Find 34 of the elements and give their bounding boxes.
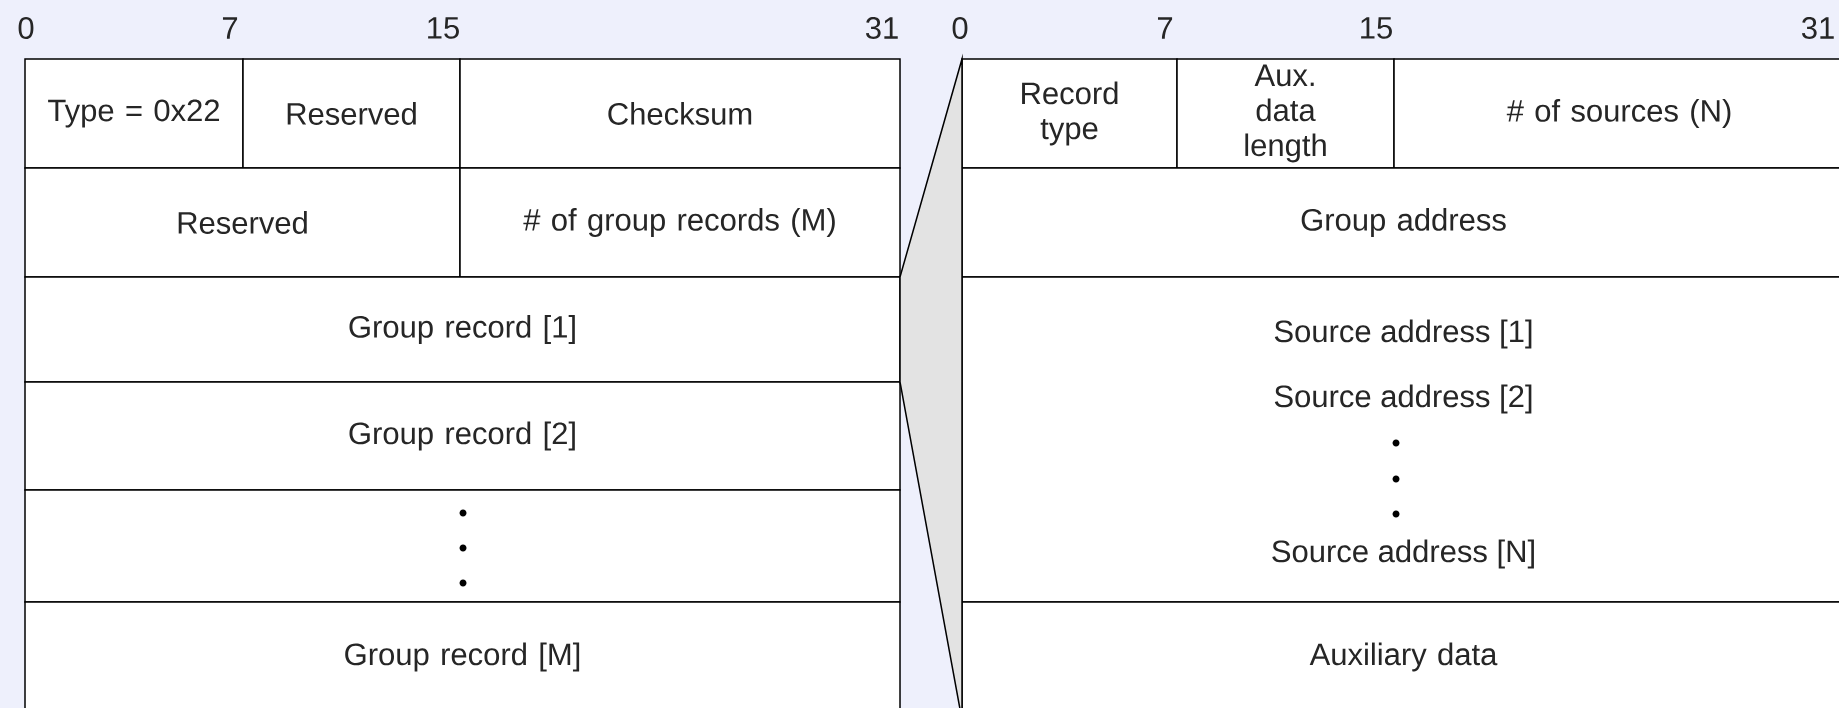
field-box	[24, 381, 901, 491]
expansion-wedge	[899, 53, 963, 708]
field-label: Group record [1]	[349, 315, 575, 344]
field-label: Reserved	[287, 102, 416, 125]
bit-number: 31	[865, 17, 898, 39]
field-label: Source address [N]	[1272, 539, 1534, 569]
field-box	[24, 601, 901, 708]
field-label: Type = 0x22	[48, 99, 219, 128]
field-label: Group address	[1301, 208, 1506, 237]
field-box	[24, 276, 901, 383]
field-label: # of group records (M)	[523, 208, 835, 237]
field-box	[961, 601, 1839, 708]
field-box	[24, 58, 244, 169]
field-box	[1176, 58, 1395, 169]
field-label: Reserved	[178, 211, 307, 234]
field-box	[459, 167, 901, 278]
field-label: Group record [2]	[349, 421, 575, 451]
bit-number: 7	[1158, 17, 1173, 39]
field-box	[961, 58, 1178, 169]
field-label: Group record [M]	[345, 642, 580, 672]
field-label: Checksum	[608, 102, 752, 125]
field-label: Source address [1]	[1274, 319, 1532, 349]
bit-number: 7	[223, 17, 238, 39]
bit-number: 15	[428, 17, 459, 39]
field-box	[24, 167, 461, 278]
bit-number: 15	[1361, 17, 1392, 39]
field-label: Record type	[1022, 81, 1118, 146]
field-label: Auxiliary data	[1309, 642, 1498, 672]
field-label: # of sources (N)	[1506, 99, 1731, 128]
field-box	[242, 58, 461, 169]
bit-number: 0	[18, 17, 34, 39]
field-label: Source address [2]	[1274, 384, 1532, 414]
field-label: Aux. data length	[1245, 64, 1326, 163]
bit-number: 0	[952, 17, 968, 39]
